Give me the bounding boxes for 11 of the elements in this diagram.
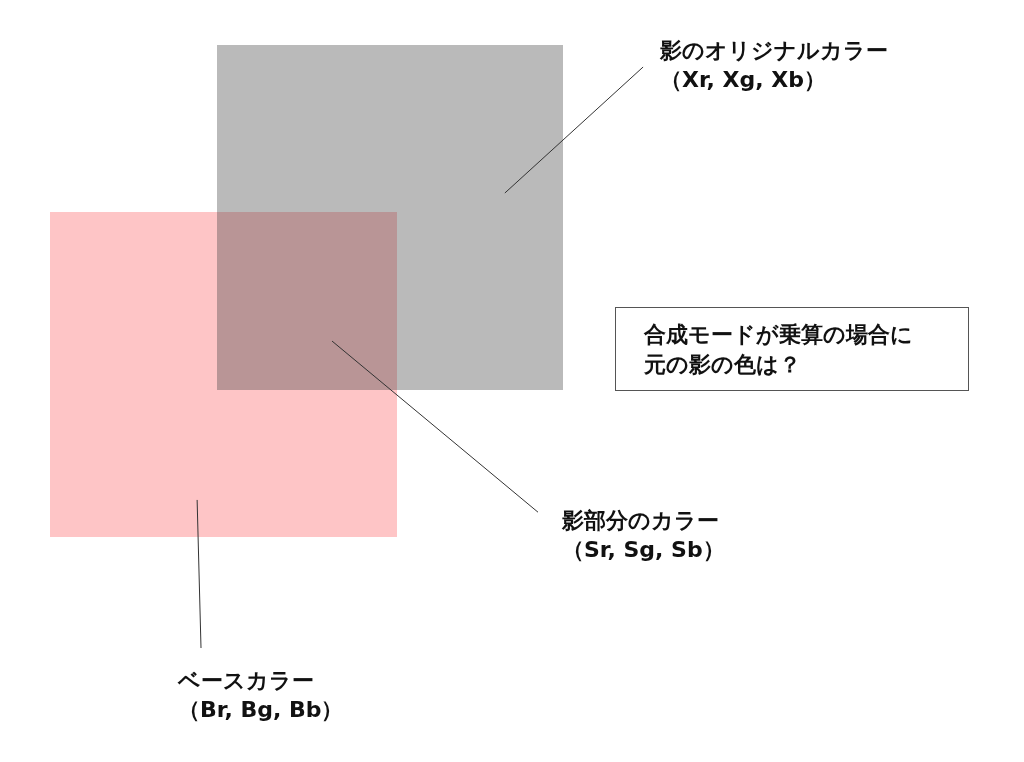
callout-label: ベースカラー (178, 667, 315, 695)
leader-line (504, 66, 644, 194)
color-values: （Br, Bg, Bb） (178, 696, 345, 724)
leader-line (196, 499, 202, 649)
leader-line (331, 340, 539, 513)
color-values: （Xr, Xg, Xb） (660, 66, 828, 94)
question-box (615, 307, 969, 391)
callout-label: 影部分のカラー (562, 507, 720, 535)
color-values: （Sr, Sg, Sb） (562, 536, 726, 564)
callout-label: 影のオリジナルカラー (660, 37, 889, 65)
question-text: 合成モードが乗算の場合に元の影の色は？ (644, 321, 914, 379)
